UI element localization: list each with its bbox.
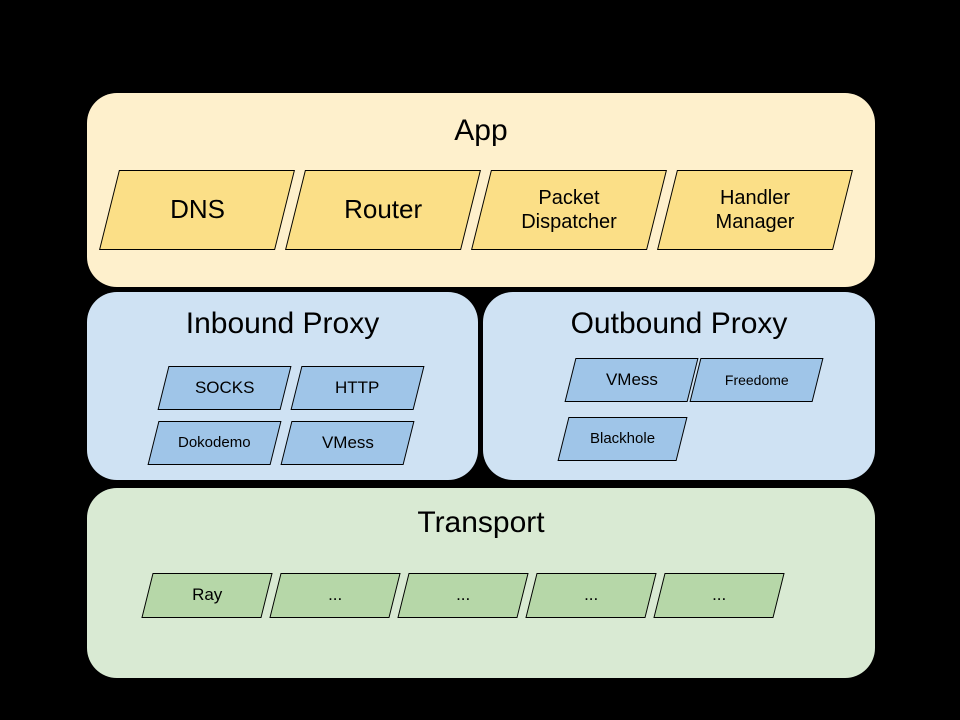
module-socks: SOCKS <box>157 366 292 410</box>
module-vmess-outbound-label: VMess <box>605 369 658 389</box>
module-socks-label: SOCKS <box>194 377 255 397</box>
module-freedome: Freedome <box>689 358 824 402</box>
module-ellipsis-2-label: ... <box>455 585 471 605</box>
app-layer-title: App <box>454 114 508 147</box>
module-ray: Ray <box>141 573 273 618</box>
module-ray-label: Ray <box>191 585 223 605</box>
module-blackhole: Blackhole <box>557 417 688 461</box>
module-ellipsis-3-label: ... <box>583 585 599 605</box>
outbound-proxy-layer-box: Outbound Proxy VMess Freedome Blackhole <box>483 292 875 480</box>
inbound-proxy-layer-box: Inbound Proxy SOCKS HTTP Dokodemo VMess <box>87 292 478 480</box>
module-blackhole-label: Blackhole <box>589 430 656 447</box>
transport-modules-row: Ray ... ... ... ... <box>141 573 785 618</box>
module-ellipsis-1: ... <box>269 573 401 618</box>
module-ellipsis-3: ... <box>525 573 657 618</box>
module-ellipsis-4: ... <box>653 573 785 618</box>
module-ellipsis-1-label: ... <box>327 585 343 605</box>
module-router: Router <box>285 170 481 250</box>
module-handler-manager-label: Handler Manager <box>715 187 795 233</box>
module-vmess-outbound: VMess <box>564 358 699 402</box>
app-modules-row: DNS Router Packet Dispatcher Handler Man… <box>99 170 853 250</box>
module-ellipsis-2: ... <box>397 573 529 618</box>
module-http-label: HTTP <box>335 377 380 397</box>
outbound-proxy-layer-title: Outbound Proxy <box>570 307 788 340</box>
transport-layer-box: Transport Ray ... ... ... ... <box>87 488 875 678</box>
module-freedome-label: Freedome <box>724 371 789 388</box>
module-packet-dispatcher-label: Packet Dispatcher <box>521 187 617 233</box>
module-vmess-inbound-label: VMess <box>321 432 374 452</box>
module-dns-label: DNS <box>169 194 225 225</box>
module-router-label: Router <box>343 194 423 225</box>
transport-layer-title: Transport <box>417 506 545 539</box>
module-ellipsis-4-label: ... <box>711 585 727 605</box>
module-dokodemo: Dokodemo <box>147 421 282 465</box>
module-handler-manager: Handler Manager <box>657 170 853 250</box>
app-layer-box: App DNS Router Packet Dispatcher Handler… <box>87 93 875 287</box>
module-packet-dispatcher: Packet Dispatcher <box>471 170 667 250</box>
module-dokodemo-label: Dokodemo <box>178 434 251 451</box>
module-vmess-inbound: VMess <box>280 421 415 465</box>
inbound-proxy-layer-title: Inbound Proxy <box>185 307 380 340</box>
module-http: HTTP <box>290 366 425 410</box>
module-dns: DNS <box>99 170 295 250</box>
